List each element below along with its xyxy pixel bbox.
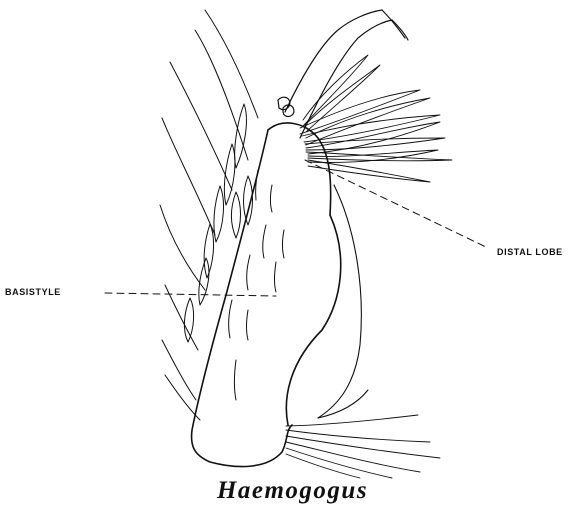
distal-lobe-label: DISTAL LOBE [497, 247, 563, 257]
distal-lobe-leader [305, 160, 488, 248]
basal-setae [286, 415, 440, 478]
basistyle-label: BASISTYLE [5, 287, 61, 297]
leader-lines [105, 160, 488, 296]
inner-lobe [318, 185, 368, 418]
internal-setae [229, 170, 284, 400]
figure-caption: Haemogogus [0, 477, 585, 505]
scales [184, 104, 252, 342]
distal-tuft [300, 55, 452, 182]
basistyle-leader [105, 293, 276, 296]
